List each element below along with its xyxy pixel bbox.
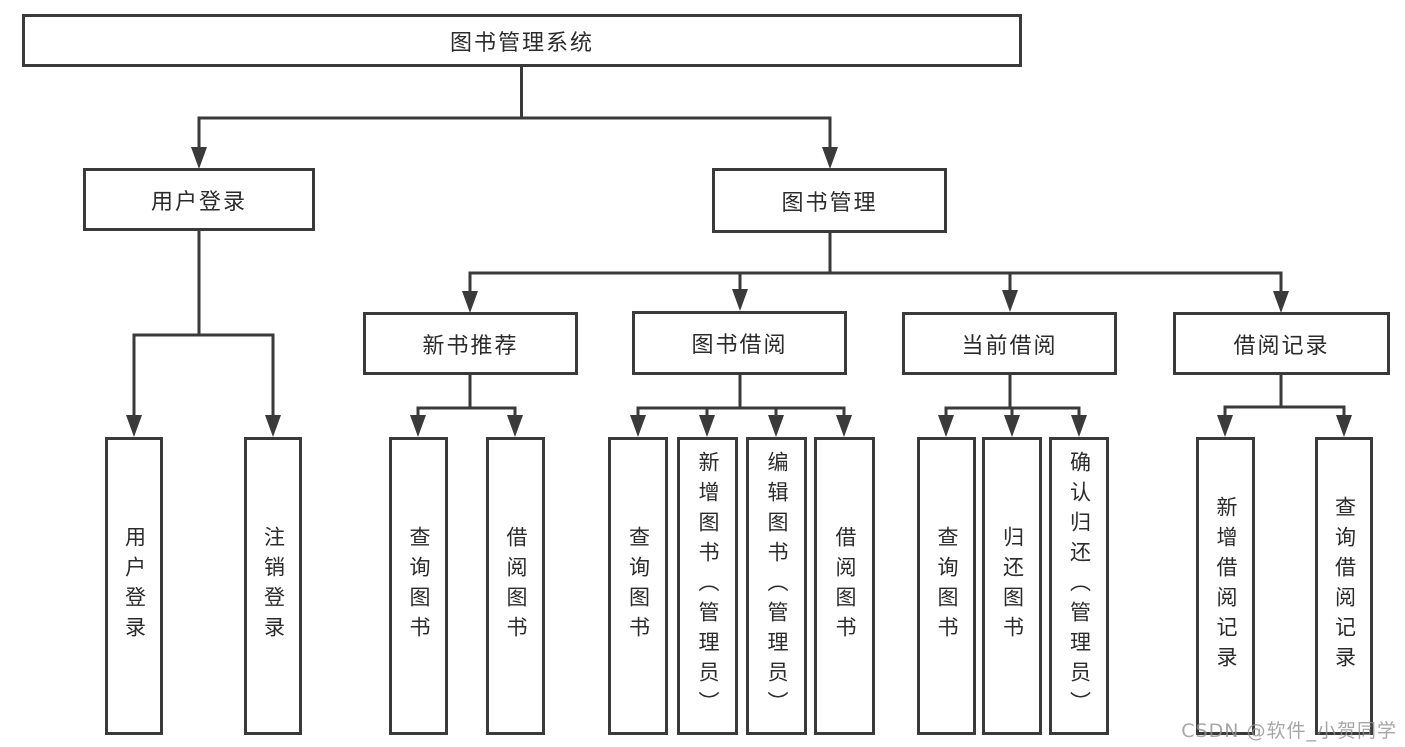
node-leaf-add-books-admin: 新增图书（管理员）: [677, 437, 738, 735]
arrowhead-icon: [1004, 415, 1020, 437]
arrowhead-icon: [1336, 415, 1352, 437]
node-label: 当前借阅: [961, 333, 1058, 359]
arrowhead-icon: [699, 415, 715, 437]
node-label: 图书管理系统: [449, 30, 594, 56]
node-label: 新书推荐: [422, 333, 519, 359]
node-label: 用户登录: [150, 189, 247, 215]
node-leaf-return-books: 归还图书: [982, 437, 1042, 735]
arrowhead-icon: [191, 147, 207, 169]
node-label: 图书管理: [781, 190, 878, 216]
node-label: 归还图书: [1000, 526, 1025, 646]
arrowhead-icon: [1217, 415, 1233, 437]
node-label: 新增借阅记录: [1214, 496, 1238, 676]
arrowhead-icon: [768, 415, 784, 437]
node-leaf-user-login: 用户登录: [105, 437, 163, 735]
node-leaf-query-borrow-record: 查询借阅记录: [1315, 437, 1373, 735]
node-leaf-borrow-books-2: 借阅图书: [814, 437, 875, 735]
node-leaf-query-books-3: 查询图书: [917, 437, 976, 735]
node-leaf-confirm-return-admin: 确认归还（管理员）: [1049, 437, 1109, 735]
node-label: 借阅图书: [504, 526, 528, 646]
node-label: 查询图书: [935, 526, 959, 646]
arrowheads: [126, 147, 1352, 437]
arrowhead-icon: [126, 415, 142, 437]
node-leaf-borrow-books-1: 借阅图书: [486, 437, 545, 735]
node-book-borrowing: 图书借阅: [632, 311, 847, 375]
arrowhead-icon: [732, 289, 748, 311]
node-user-login: 用户登录: [83, 168, 315, 231]
arrowhead-icon: [822, 147, 838, 169]
arrowhead-icon: [836, 415, 852, 437]
node-leaf-edit-books-admin: 编辑图书（管理员）: [746, 437, 807, 735]
node-leaf-logout: 注销登录: [244, 437, 302, 735]
node-borrowing-records: 借阅记录: [1173, 312, 1390, 375]
node-label: 图书借阅: [691, 333, 788, 358]
node-book-management: 图书管理: [712, 168, 947, 233]
node-current-borrowing: 当前借阅: [902, 312, 1117, 375]
arrowhead-icon: [265, 415, 281, 437]
arrowhead-icon: [1273, 291, 1289, 313]
node-label: 注销登录: [261, 526, 286, 646]
node-label: 确认归还（管理员）: [1067, 451, 1092, 721]
node-leaf-query-books-2: 查询图书: [608, 437, 668, 735]
node-label: 借阅图书: [833, 526, 857, 646]
arrowhead-icon: [630, 415, 646, 437]
csdn-watermark: CSDN @软件_小贺同学: [1181, 720, 1397, 742]
node-book-management-system: 图书管理系统: [22, 14, 1022, 67]
arrowhead-icon: [410, 415, 426, 437]
node-label: 借阅记录: [1233, 333, 1330, 359]
node-leaf-add-borrow-record: 新增借阅记录: [1196, 437, 1255, 735]
node-label: 查询图书: [407, 526, 431, 646]
node-label: 新增图书（管理员）: [696, 451, 720, 721]
node-label: 查询借阅记录: [1332, 496, 1357, 676]
node-label: 查询图书: [626, 526, 651, 646]
arrowhead-icon: [507, 415, 523, 437]
arrowhead-icon: [1071, 415, 1087, 437]
arrowhead-icon: [938, 415, 954, 437]
node-new-book-recommend: 新书推荐: [363, 312, 578, 375]
arrowhead-icon: [462, 291, 478, 313]
node-label: 编辑图书（管理员）: [765, 451, 789, 721]
arrowhead-icon: [1002, 290, 1018, 312]
node-leaf-query-books-1: 查询图书: [389, 437, 448, 735]
node-label: 用户登录: [122, 526, 147, 646]
